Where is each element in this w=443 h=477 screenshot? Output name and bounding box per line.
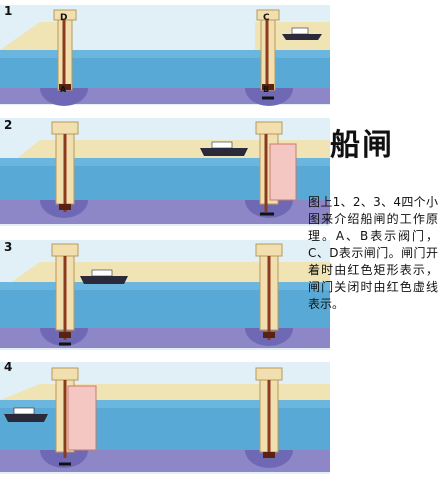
- gate-d-label: D: [60, 13, 67, 23]
- ship-icon: [200, 141, 248, 156]
- gate-c-label: C: [263, 13, 270, 23]
- valve-icon: [59, 204, 71, 210]
- ship-icon: [282, 27, 322, 40]
- panel-1: [0, 5, 330, 106]
- valve-icon: [263, 332, 275, 338]
- panel-3: [0, 240, 330, 350]
- page-title: 船闸: [330, 128, 394, 163]
- valve-icon: [59, 332, 71, 338]
- panel-number-2: 2: [4, 118, 13, 132]
- panel-number-1: 1: [4, 4, 13, 18]
- valve-icon: [263, 452, 275, 458]
- panel-2: [0, 118, 330, 226]
- valve-a-label: A: [60, 85, 67, 94]
- panel-number-3: 3: [4, 240, 13, 254]
- panel-4: [0, 362, 330, 474]
- ship-icon: [80, 269, 128, 284]
- description-text: 图上1、2、3、4四个小图来介绍船闸的工作原理。A、B表示阀门，C、D表示闸门。…: [308, 195, 438, 311]
- valve-icon: [59, 84, 71, 90]
- valve-icon: [262, 84, 274, 90]
- ship-icon: [4, 407, 48, 422]
- valve-b-label: B: [263, 85, 269, 94]
- panel-number-4: 4: [4, 360, 13, 374]
